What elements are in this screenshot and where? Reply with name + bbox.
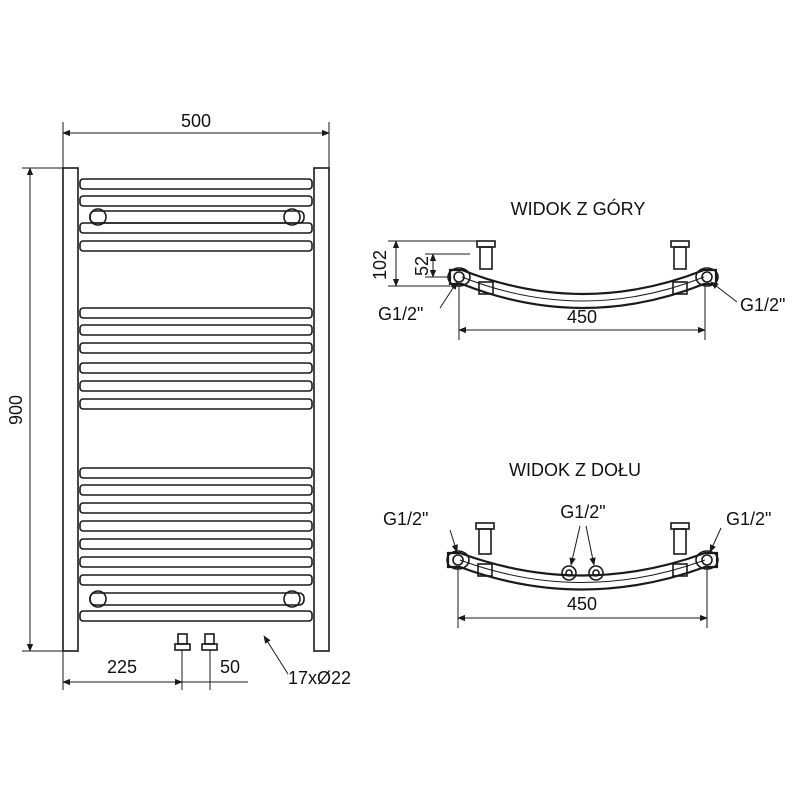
top-view-spacing-dimension: 450 <box>458 286 706 340</box>
horizontal-tube <box>79 574 313 586</box>
horizontal-tube <box>79 307 313 319</box>
horizontal-tube <box>79 398 313 410</box>
horizontal-tube <box>79 362 313 374</box>
horizontal-tube <box>79 467 313 479</box>
horizontal-tubes <box>79 178 313 622</box>
top-view-upper-stubs <box>476 240 690 270</box>
top-view-right-end <box>695 267 719 287</box>
top-view-depth-dimensions: 102 52 <box>370 240 480 287</box>
bottom-connectors <box>174 633 218 651</box>
horizontal-tube <box>79 610 313 622</box>
front-view: 500 900 225 50 17xØ22 <box>6 111 351 690</box>
top-wall-bracket <box>89 208 305 226</box>
bottom-view-title: WIDOK Z DOŁU <box>509 460 641 480</box>
bottom-view-curved-body <box>446 551 719 591</box>
top-view-depth-label: 102 <box>370 250 390 280</box>
horizontal-tube <box>79 240 313 252</box>
top-left-bracket-circle <box>89 208 107 226</box>
bottom-right-bracket-circle <box>283 590 301 608</box>
horizontal-tube <box>79 538 313 550</box>
bottom-view-connector-right-label: G1/2" <box>726 509 771 529</box>
pipe-spacing-label: 50 <box>220 657 240 677</box>
left-offset-label: 225 <box>107 657 137 677</box>
horizontal-tube <box>79 324 313 336</box>
right-side-post <box>313 167 330 652</box>
top-view-connector-depth-label: 52 <box>412 256 432 276</box>
horizontal-tube <box>79 520 313 532</box>
top-right-bracket-circle <box>283 208 301 226</box>
tube-spec-callout: 17xØ22 <box>263 635 351 688</box>
horizontal-tube <box>79 178 313 190</box>
horizontal-tube <box>79 484 313 496</box>
width-label: 500 <box>181 111 211 131</box>
top-view-spacing-label: 450 <box>567 307 597 327</box>
left-side-post <box>62 167 79 652</box>
tube-spec-label: 17xØ22 <box>288 668 351 688</box>
bottom-view-spacing-dimension: 450 <box>457 567 708 628</box>
horizontal-tube <box>79 380 313 392</box>
bottom-left-bracket-circle <box>89 590 107 608</box>
height-label: 900 <box>6 395 26 425</box>
bottom-view-connector-left-label: G1/2" <box>383 509 428 529</box>
top-view-connector-left-label: G1/2" <box>378 304 423 324</box>
horizontal-tube <box>79 342 313 354</box>
top-view: WIDOK Z GÓRY <box>370 198 785 340</box>
bottom-view-spacing-label: 450 <box>567 594 597 614</box>
top-view-curved-body <box>448 268 718 310</box>
bottom-view-upper-stubs <box>475 522 690 555</box>
horizontal-tube <box>79 222 313 234</box>
top-view-connector-right-label: G1/2" <box>740 295 785 315</box>
top-view-title: WIDOK Z GÓRY <box>511 198 646 219</box>
horizontal-tube <box>79 556 313 568</box>
horizontal-tube <box>79 195 313 207</box>
bottom-view: WIDOK Z DOŁU <box>383 460 771 628</box>
connector-dimensions: 225 50 <box>62 650 248 690</box>
bottom-view-center-connectors <box>561 565 604 581</box>
height-dimension: 900 <box>6 167 63 652</box>
bottom-view-connector-center-label: G1/2" <box>560 502 605 522</box>
bottom-wall-bracket <box>89 590 305 608</box>
horizontal-tube <box>79 502 313 514</box>
width-dimension: 500 <box>62 111 330 168</box>
